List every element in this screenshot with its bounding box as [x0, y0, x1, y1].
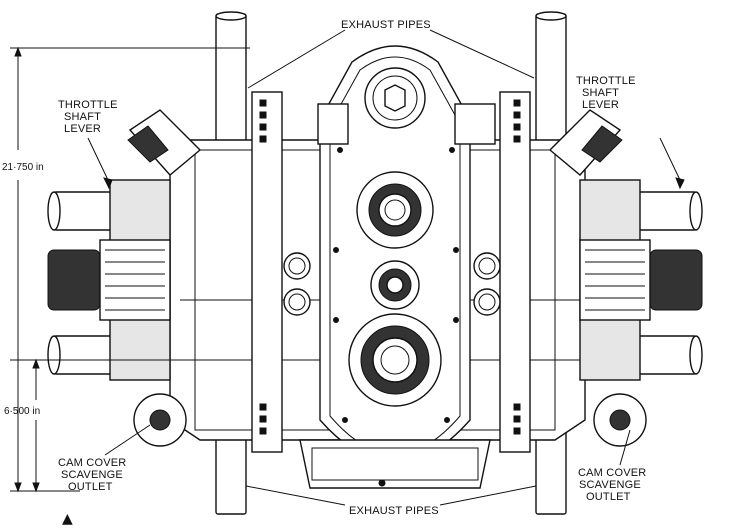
label-throttle-left-3: LEVER [64, 123, 101, 135]
label-cam-left-2: SCAVENGE [61, 469, 123, 481]
label-cam-right-2: SCAVENGE [579, 479, 641, 491]
label-exhaust-pipes-top: EXHAUST PIPES [341, 19, 431, 31]
ports-left [283, 252, 311, 316]
dimension-crank-height: 6·500 in [4, 406, 40, 417]
label-throttle-left-1: THROTTLE [58, 99, 118, 111]
label-cam-right-1: CAM COVER [578, 467, 646, 479]
label-throttle-right-1: THROTTLE [576, 75, 636, 87]
label-cam-left-1: CAM COVER [58, 457, 126, 469]
triangle-marker-icon: ▲ [62, 511, 73, 527]
label-cam-left-3: OUTLET [68, 481, 113, 493]
bank-left [251, 91, 283, 453]
label-cam-right-3: OUTLET [586, 491, 631, 503]
dimension-lines [10, 46, 250, 493]
dimension-overall-height: 21·750 in [2, 162, 44, 173]
bank-right [499, 91, 531, 453]
carburettor-right [548, 109, 703, 447]
cam-drive-top [317, 103, 496, 145]
leader-lines [87, 29, 685, 506]
label-throttle-left-2: SHAFT [64, 111, 101, 123]
sump [299, 439, 491, 489]
timing-cover [319, 45, 471, 469]
label-throttle-right-3: LEVER [582, 99, 619, 111]
label-exhaust-pipes-bottom: EXHAUST PIPES [349, 505, 439, 517]
carburettor-left [47, 109, 202, 447]
label-throttle-right-2: SHAFT [582, 87, 619, 99]
ports-right [473, 252, 501, 316]
